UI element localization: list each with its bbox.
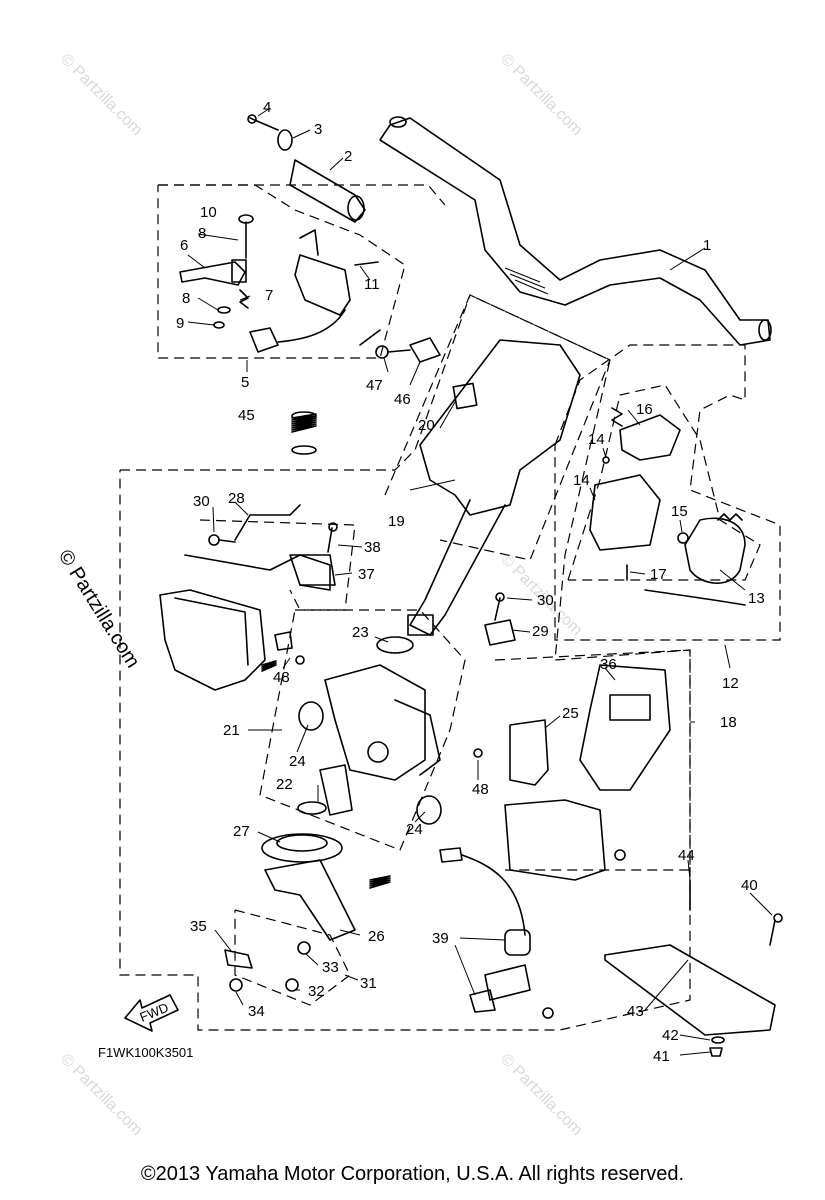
callout-17: 17 xyxy=(650,566,667,583)
copyright-notice: ©2013 Yamaha Motor Corporation, U.S.A. A… xyxy=(140,1163,685,1185)
callout-48b: 48 xyxy=(472,781,489,798)
spring-part-45 xyxy=(291,411,317,455)
watermark-bottom-right: © Partzilla.com xyxy=(497,1051,585,1139)
callout-21: 21 xyxy=(223,722,240,739)
group-5-outline xyxy=(157,184,406,359)
callout-38: 38 xyxy=(364,539,381,556)
watermark-bottom-left: © Partzilla.com xyxy=(57,1051,145,1139)
callout-4: 4 xyxy=(263,99,271,116)
callout-14b: 14 xyxy=(573,472,590,489)
callout-35: 35 xyxy=(190,918,207,935)
callout-27: 27 xyxy=(233,823,250,840)
parts-31-35 xyxy=(224,941,311,992)
callout-22: 22 xyxy=(276,776,293,793)
callout-16: 16 xyxy=(636,401,653,418)
grip-parts-2-3-4 xyxy=(247,114,366,223)
callout-1: 1 xyxy=(703,237,711,254)
main-housing-part-21 xyxy=(159,589,483,825)
fwd-arrow-icon: FWD xyxy=(124,994,179,1032)
callout-46: 46 xyxy=(394,391,411,408)
callout-42: 42 xyxy=(662,1027,679,1044)
callout-8b: 8 xyxy=(182,290,190,307)
diagram-code: F1WK100K3501 xyxy=(98,1045,193,1060)
group-37-outline xyxy=(199,519,356,611)
leader-lines xyxy=(187,107,773,1056)
callout-23: 23 xyxy=(352,624,369,641)
group-12-outline xyxy=(554,344,781,641)
group-13-outline xyxy=(567,384,761,581)
callout-30b: 30 xyxy=(537,592,554,609)
watermarks: © Partzilla.com © Partzilla.com © Partzi… xyxy=(54,51,586,1139)
callout-26: 26 xyxy=(368,928,385,945)
callout-34: 34 xyxy=(248,1003,265,1020)
callout-30a: 30 xyxy=(193,493,210,510)
watermark-left-dark: © Partzilla.com xyxy=(54,546,144,672)
housing-parts-18-25-36 xyxy=(439,664,671,936)
callout-39: 39 xyxy=(432,930,449,947)
callout-6: 6 xyxy=(180,237,188,254)
callout-43: 43 xyxy=(627,1003,644,1020)
callout-12: 12 xyxy=(722,675,739,692)
callout-14a: 14 xyxy=(588,431,605,448)
callout-41: 41 xyxy=(653,1048,670,1065)
callout-5: 5 xyxy=(241,374,249,391)
group-21-outline xyxy=(259,609,466,851)
callout-28: 28 xyxy=(228,490,245,507)
watermark-top-left: © Partzilla.com xyxy=(57,51,145,139)
callout-24b: 24 xyxy=(406,821,423,838)
group-18-outline xyxy=(494,649,691,871)
callout-2: 2 xyxy=(344,148,352,165)
watermark-top-right: © Partzilla.com xyxy=(497,51,585,139)
switch-assembly-parts-12-17 xyxy=(589,407,746,606)
group-19-outline xyxy=(384,294,611,561)
callout-25: 25 xyxy=(562,705,579,722)
group-outlines xyxy=(119,184,781,1031)
callout-10: 10 xyxy=(200,204,217,221)
group-31-outline xyxy=(234,909,351,1006)
callout-37: 37 xyxy=(358,566,375,583)
callout-47: 47 xyxy=(366,377,383,394)
main-group-outline xyxy=(119,294,691,1031)
callout-40: 40 xyxy=(741,877,758,894)
callout-19: 19 xyxy=(388,513,405,530)
callout-15: 15 xyxy=(671,503,688,520)
callout-18: 18 xyxy=(720,714,737,731)
throttle-parts-26-27 xyxy=(261,833,391,941)
callout-13: 13 xyxy=(748,590,765,607)
callout-44: 44 xyxy=(678,847,695,864)
handlebar-part-1 xyxy=(379,116,772,346)
group-left-lever-outline xyxy=(158,184,446,206)
callout-32: 32 xyxy=(308,983,325,1000)
bottom-right-parts-39-44 xyxy=(469,879,783,1057)
callout-31: 31 xyxy=(360,975,377,992)
callout-7: 7 xyxy=(265,287,273,304)
callout-48a: 48 xyxy=(273,669,290,686)
callout-29: 29 xyxy=(532,623,549,640)
callout-3: 3 xyxy=(314,121,322,138)
callout-36: 36 xyxy=(600,656,617,673)
callout-8a: 8 xyxy=(198,225,206,242)
callout-45: 45 xyxy=(238,407,255,424)
bracket-parts-28-37-38 xyxy=(184,504,338,591)
callout-9: 9 xyxy=(176,315,184,332)
callout-labels: 1 2 3 4 5 6 7 8 8 9 10 11 12 13 14 14 15… xyxy=(176,99,765,1065)
callout-33: 33 xyxy=(322,959,339,976)
callout-24a: 24 xyxy=(289,753,306,770)
callout-20: 20 xyxy=(418,417,435,434)
callout-11: 11 xyxy=(364,276,380,293)
steering-column-part-19 xyxy=(375,337,581,636)
parts-23-29-30 xyxy=(484,592,516,646)
